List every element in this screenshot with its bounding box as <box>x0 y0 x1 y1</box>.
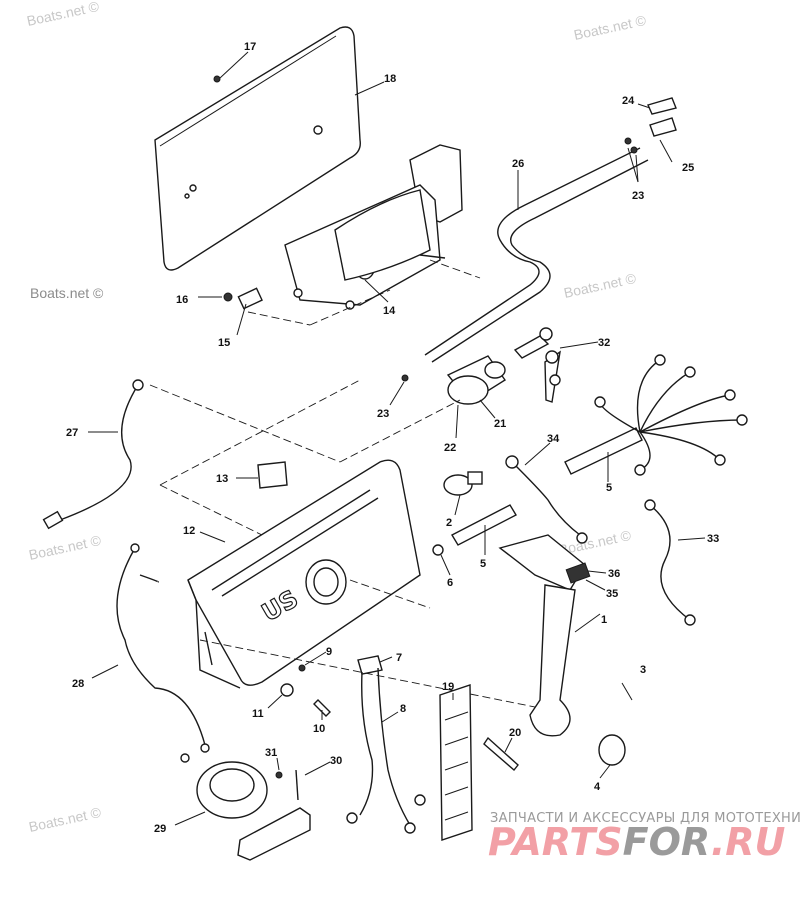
callout-31: 31 <box>265 747 277 759</box>
callout-2: 2 <box>446 517 452 529</box>
callout-18: 18 <box>384 73 396 85</box>
callout-21: 21 <box>494 418 506 430</box>
callout-23: 23 <box>632 190 644 202</box>
control-mechanism <box>247 144 481 326</box>
callout-5: 5 <box>606 482 612 494</box>
control-handle <box>498 534 633 766</box>
leader-lines <box>88 51 706 826</box>
callout-34: 34 <box>547 433 560 445</box>
callout-13: 13 <box>216 473 228 485</box>
logo-part-for: FOR <box>623 820 711 864</box>
callout-12: 12 <box>183 525 195 537</box>
logo-part-parts: PARTS <box>488 820 623 864</box>
callouts: 17 18 24 25 23 26 16 15 14 32 23 21 22 2… <box>66 41 719 835</box>
harness-8 <box>346 655 426 834</box>
terminal-block <box>439 684 473 841</box>
bolt-16 <box>223 292 233 302</box>
callout-11: 11 <box>252 708 264 720</box>
control-box: US <box>149 379 561 713</box>
wire-33 <box>644 499 696 626</box>
watermark: Boats.net © <box>25 0 101 29</box>
wire-28 <box>116 543 210 763</box>
callout-9: 9 <box>326 646 332 658</box>
callout-1: 1 <box>601 614 607 626</box>
tube <box>451 504 517 546</box>
wiring-harness <box>549 354 748 476</box>
logo-tagline: ЗАПЧАСТИ И АКСЕССУАРЫ ДЛЯ МОТОТЕХНИКИ <box>490 811 800 826</box>
callout-15: 15 <box>218 337 230 349</box>
callout-29: 29 <box>154 823 166 835</box>
callout-10: 10 <box>313 723 325 735</box>
watermark: Boats.net © <box>27 532 103 563</box>
horn <box>196 761 311 861</box>
callout-24: 24 <box>622 95 635 107</box>
callout-4: 4 <box>594 781 601 793</box>
callout-17: 17 <box>244 41 256 53</box>
callout-23: 23 <box>377 408 389 420</box>
callout-30: 30 <box>330 755 342 767</box>
screw-20 <box>483 736 519 772</box>
switch <box>443 471 483 496</box>
callout-20: 20 <box>509 727 521 739</box>
partsfor-logo: ЗАПЧАСТИ И АКСЕССУАРЫ ДЛЯ МОТОТЕХНИКИ PA… <box>488 811 800 864</box>
callout-16: 16 <box>176 294 188 306</box>
callout-27: 27 <box>66 427 78 439</box>
callout-35: 35 <box>606 588 618 600</box>
nut-6 <box>432 544 444 556</box>
watermark: Boats.net © <box>30 285 104 301</box>
control-cables <box>424 97 677 363</box>
bracket-15 <box>237 287 263 310</box>
callout-25: 25 <box>682 162 694 174</box>
logo-part-ru: .RU <box>711 820 786 864</box>
mounting-plate <box>154 26 361 271</box>
logo-wordmark: PARTSFOR.RU <box>488 820 786 864</box>
ignition-switch <box>401 355 506 405</box>
wire-27 <box>42 379 144 530</box>
watermark: Boats.net © <box>562 270 638 301</box>
callout-3: 3 <box>640 664 646 676</box>
watermark: Boats.net © <box>572 12 648 43</box>
callout-32: 32 <box>598 337 610 349</box>
callout-7: 7 <box>396 652 402 664</box>
fasteners <box>280 664 331 717</box>
callout-8: 8 <box>400 703 406 715</box>
callout-6: 6 <box>447 577 453 589</box>
callout-26: 26 <box>512 158 524 170</box>
watermark: Boats.net © <box>27 804 103 835</box>
lanyard <box>505 455 588 544</box>
callout-5: 5 <box>480 558 486 570</box>
callout-19: 19 <box>442 681 454 693</box>
callout-14: 14 <box>383 305 396 317</box>
callout-22: 22 <box>444 442 456 454</box>
keys <box>513 327 561 403</box>
callout-28: 28 <box>72 678 84 690</box>
callout-33: 33 <box>707 533 719 545</box>
callout-36: 36 <box>608 568 620 580</box>
